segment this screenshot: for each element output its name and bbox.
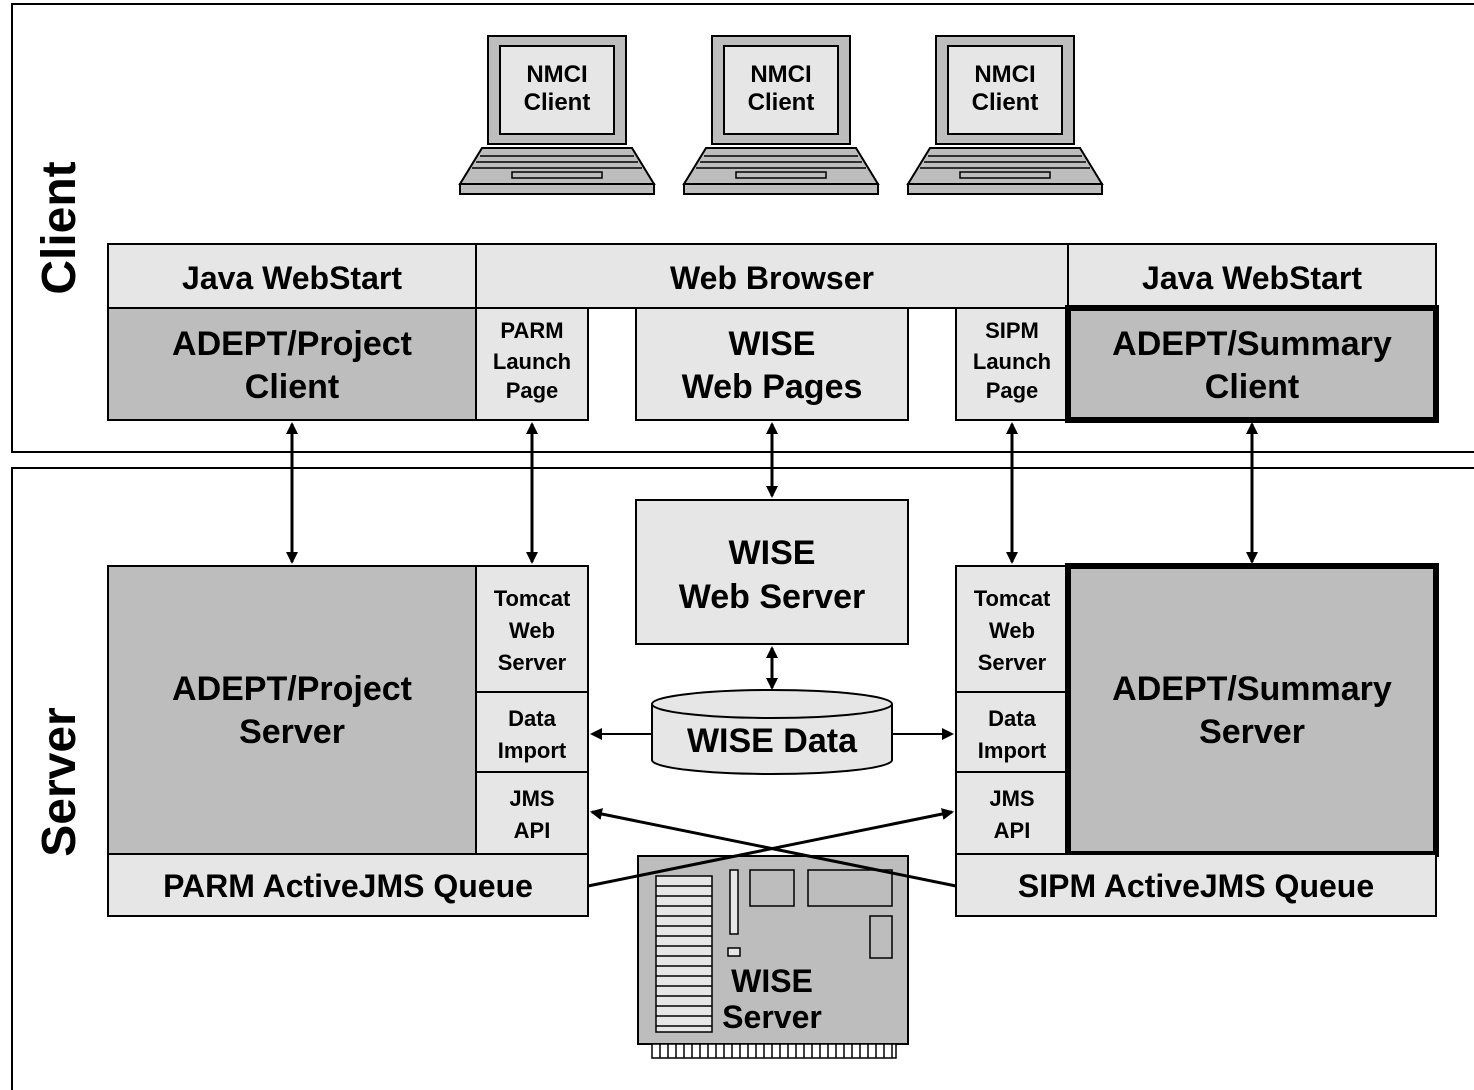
wise-web-pages-label-2: Web Pages <box>682 368 863 406</box>
data-import-left-label-2: Import <box>498 738 567 763</box>
tomcat-left-label-3: Server <box>498 650 567 675</box>
jms-api-right-label-2: API <box>994 818 1031 843</box>
parm-launch-page-label-1: PARM <box>500 318 563 343</box>
jms-api-left-label-2: API <box>514 818 551 843</box>
adept-project-client-label-1: ADEPT/Project <box>172 325 412 363</box>
sipm-queue-box <box>955 853 1437 917</box>
adept-project-client-box <box>107 307 477 421</box>
java-webstart-left-box <box>107 243 477 309</box>
wise-web-pages-box <box>635 307 909 421</box>
wise-data-cylinder <box>651 689 893 775</box>
laptop-3-label-1: NMCI <box>974 61 1035 88</box>
adept-project-server-label-1: ADEPT/Project <box>172 670 412 708</box>
parm-queue-box <box>107 853 589 917</box>
wise-web-pages-label-1: WISE <box>729 325 816 363</box>
laptop-3: NMCI Client <box>906 35 1104 195</box>
jms-api-left-box <box>475 771 589 855</box>
data-import-left-box <box>475 691 589 773</box>
adept-summary-client-label-1: ADEPT/Summary <box>1112 325 1392 363</box>
adept-project-client-label-2: Client <box>245 368 339 406</box>
adept-project-server-label-2: Server <box>239 713 345 751</box>
parm-launch-page-label-2: Launch <box>493 349 571 374</box>
client-zone <box>11 3 1474 453</box>
tomcat-right-label-2: Web <box>989 618 1035 643</box>
laptop-2-label-2: Client <box>748 89 815 116</box>
tomcat-left-box <box>475 565 589 693</box>
adept-summary-client-label-2: Client <box>1205 368 1299 406</box>
data-import-left-label-1: Data <box>508 706 556 731</box>
adept-project-server-box <box>107 565 477 855</box>
wise-server-label-1: WISE <box>731 963 813 999</box>
wise-server-board-icon <box>637 855 909 1059</box>
web-browser-label: Web Browser <box>670 260 874 296</box>
wise-web-server-box <box>635 499 909 645</box>
parm-launch-page-label-3: Page <box>506 378 559 403</box>
client-zone-label: Client <box>33 161 86 294</box>
java-webstart-right-label: Java WebStart <box>1142 260 1362 296</box>
server-zone <box>11 467 1474 1090</box>
wise-server-label-2: Server <box>722 999 822 1035</box>
data-import-right-box <box>955 691 1069 773</box>
adept-summary-server-label-2: Server <box>1199 713 1305 751</box>
server-zone-label: Server <box>33 707 86 856</box>
sipm-launch-page-label-1: SIPM <box>985 318 1039 343</box>
jms-api-left-label-1: JMS <box>509 786 554 811</box>
data-import-right-label-2: Import <box>978 738 1047 763</box>
laptop-3-label-2: Client <box>972 89 1039 116</box>
tomcat-right-label-3: Server <box>978 650 1047 675</box>
laptop-1: NMCI Client <box>458 35 656 195</box>
tomcat-right-label-1: Tomcat <box>974 586 1051 611</box>
sipm-launch-page-label-2: Launch <box>973 349 1051 374</box>
parm-queue-label: PARM ActiveJMS Queue <box>163 868 533 904</box>
arrow-sipm-queue-to-jms-left <box>590 808 957 888</box>
java-webstart-left-label: Java WebStart <box>182 260 402 296</box>
jms-api-right-label-1: JMS <box>989 786 1034 811</box>
laptop-1-label-1: NMCI <box>526 61 587 88</box>
wise-web-server-label-2: Web Server <box>679 578 865 616</box>
sipm-launch-page-label-3: Page <box>986 378 1039 403</box>
tomcat-left-label-1: Tomcat <box>494 586 571 611</box>
data-import-right-label-1: Data <box>988 706 1036 731</box>
wise-web-server-label-1: WISE <box>729 534 816 572</box>
sipm-launch-page-box <box>955 307 1069 421</box>
wise-data-label: WISE Data <box>687 722 858 760</box>
adept-summary-client-box <box>1065 305 1439 423</box>
laptop-2-label-1: NMCI <box>750 61 811 88</box>
laptop-1-label-2: Client <box>524 89 591 116</box>
laptop-2: NMCI Client <box>682 35 880 195</box>
parm-launch-page-box <box>475 307 589 421</box>
tomcat-left-label-2: Web <box>509 618 555 643</box>
web-browser-box <box>475 243 1069 309</box>
sipm-queue-label: SIPM ActiveJMS Queue <box>1018 868 1374 904</box>
adept-summary-server-label-1: ADEPT/Summary <box>1112 670 1392 708</box>
adept-summary-server-box <box>1065 563 1439 857</box>
